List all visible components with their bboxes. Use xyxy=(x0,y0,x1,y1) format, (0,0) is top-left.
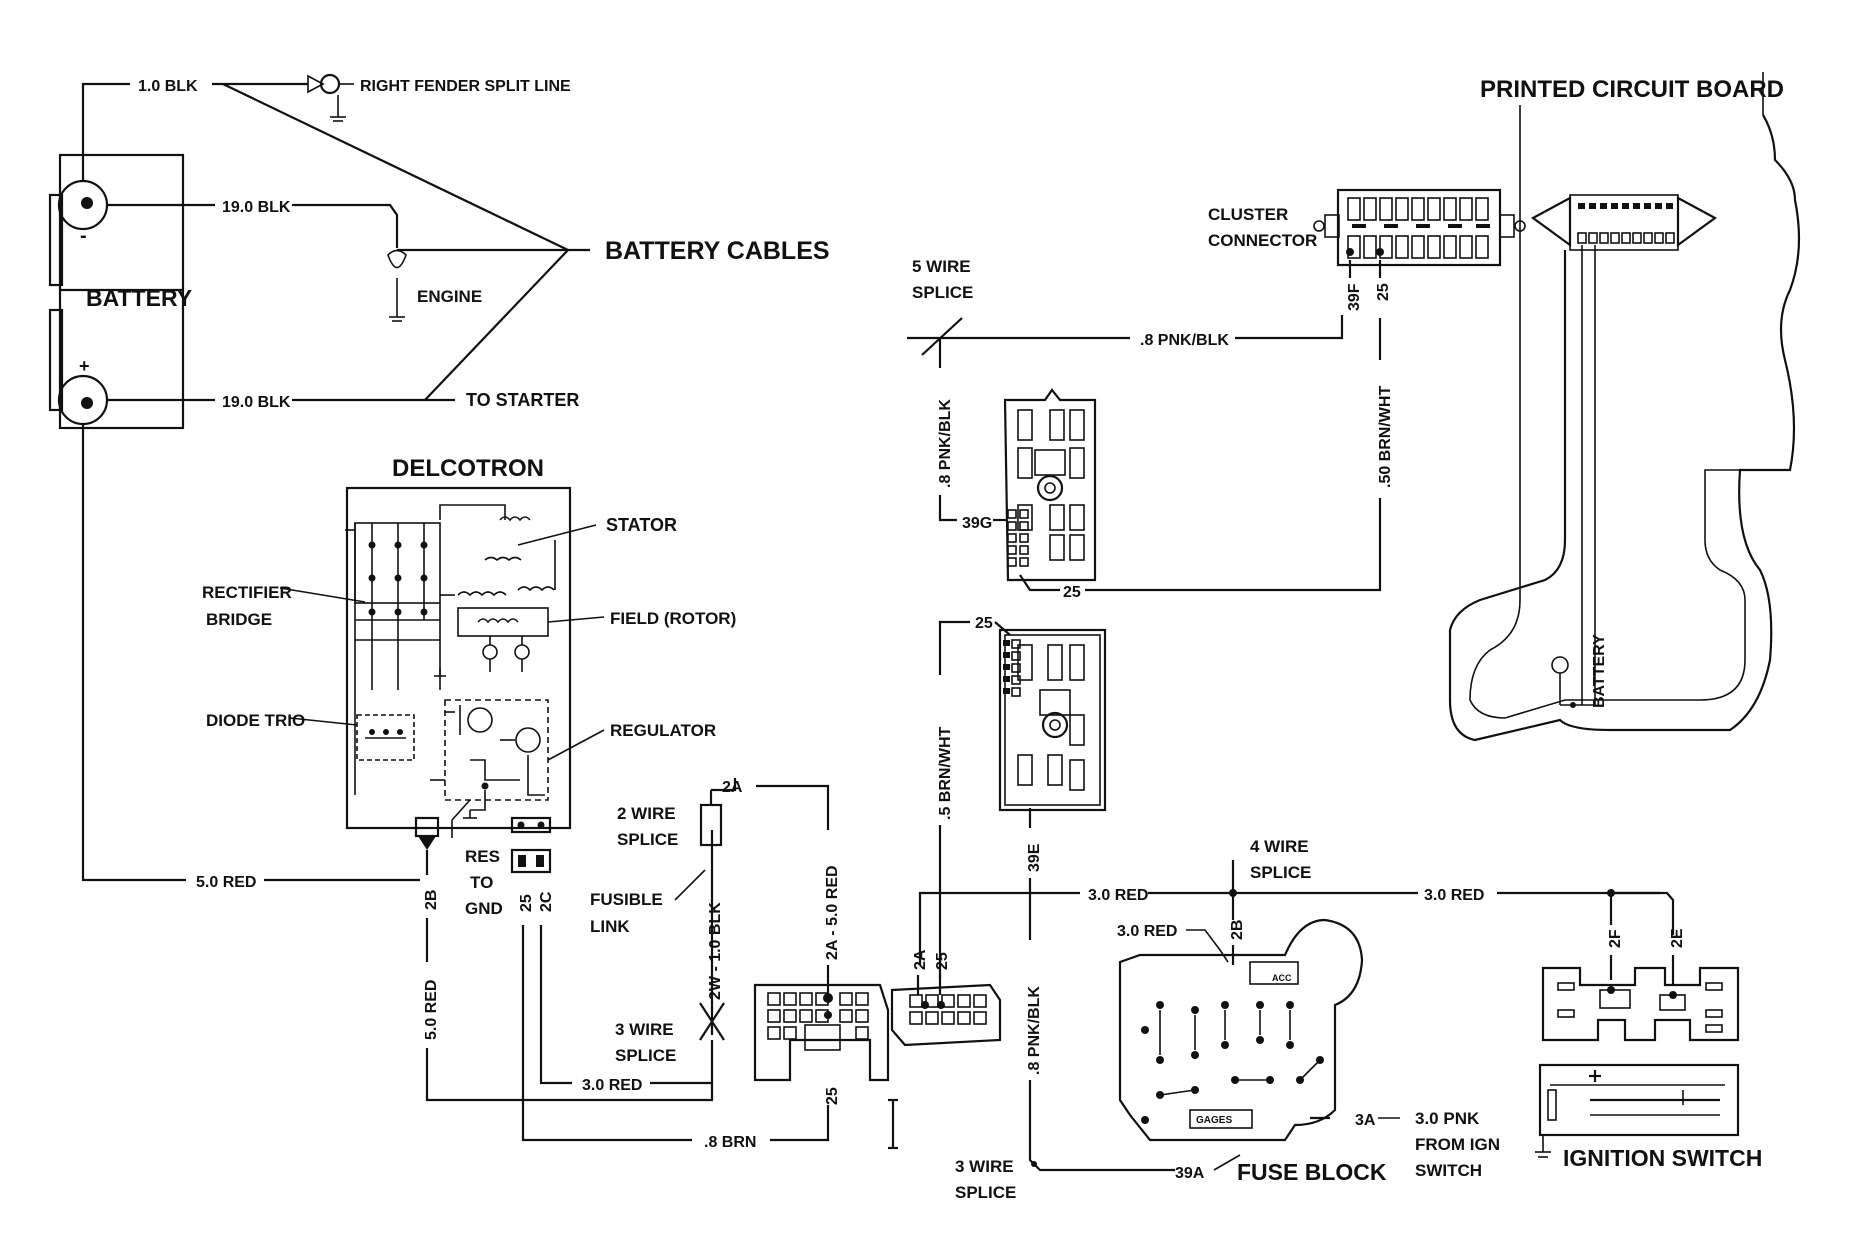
rectifier-bridge xyxy=(354,522,441,795)
diode-trio-label: DIODE TRIO xyxy=(206,711,305,730)
bulkhead-connector: 25 xyxy=(753,983,890,1105)
wire-2b-fuse: 2B xyxy=(1229,920,1246,940)
right-fender-label: RIGHT FENDER SPLIT LINE xyxy=(360,78,571,95)
battery-plus-label: + xyxy=(79,356,90,376)
to-starter-label: TO STARTER xyxy=(466,390,579,410)
two-wire-splice-2: SPLICE xyxy=(617,830,678,849)
wire-39f: 39F xyxy=(1346,283,1363,311)
regulator-label: REGULATOR xyxy=(610,721,716,740)
battery-cables-label: BATTERY CABLES xyxy=(605,237,830,265)
wire-2c: 2C xyxy=(538,891,555,912)
battery-minus-label: - xyxy=(80,225,87,247)
wire-3-0-red-bottom: 3.0 RED xyxy=(582,1077,642,1094)
wire-25-conn: 25 xyxy=(934,952,951,970)
instrument-connector-upper xyxy=(1003,388,1097,582)
fuse-block-label: FUSE BLOCK xyxy=(1237,1159,1387,1185)
battery-wiring: 1.0 BLK RIGHT FENDER SPLIT LINE 19.0 BLK… xyxy=(81,73,830,891)
wire-2b: 2B xyxy=(423,890,440,910)
rectifier-label-1: RECTIFIER xyxy=(202,583,292,602)
wire-19-blk-top: 19.0 BLK xyxy=(222,199,291,216)
wire-2a-top: 2A xyxy=(722,779,743,796)
stator-label: STATOR xyxy=(606,515,677,535)
four-wire-splice-2: SPLICE xyxy=(1250,863,1311,882)
wire-3-0-red-fuse: 3.0 RED xyxy=(1117,923,1177,940)
key-symbol xyxy=(888,1098,898,1150)
wire-50-brn-wht: .50 BRN/WHT xyxy=(1377,386,1394,488)
delcotron-callouts: STATOR RECTIFIER BRIDGE FIELD (ROTOR) DI… xyxy=(202,515,736,918)
res-label-1: RES xyxy=(465,847,500,866)
wire-2a-5-0-red: 2A - 5.0 RED xyxy=(824,865,841,960)
wire-8-pnk-blk-vert: .8 PNK/BLK xyxy=(937,399,954,488)
delcotron-label: DELCOTRON xyxy=(392,455,544,482)
pnk-3-0-label-2: FROM IGN xyxy=(1415,1135,1500,1154)
ground-symbols xyxy=(345,529,477,819)
wire-19-blk-bottom: 19.0 BLK xyxy=(222,394,291,411)
fuse-gages-label: GAGES xyxy=(1196,1115,1232,1126)
field-rotor-label: FIELD (ROTOR) xyxy=(610,609,736,628)
wire-2e: 2E xyxy=(1669,928,1686,948)
three-wire-splice-b1: 3 WIRE xyxy=(955,1157,1014,1176)
three-wire-splice-b2: SPLICE xyxy=(955,1183,1016,1202)
fuse-acc-label: ACC xyxy=(1272,973,1292,983)
center-upper-wiring: 5 WIRE SPLICE .8 PNK/BLK 39F 25 .8 PNK/B… xyxy=(907,257,1394,601)
wire-5-0-red-vert: 5.0 RED xyxy=(423,980,440,1040)
cluster-label-2: CONNECTOR xyxy=(1208,231,1317,250)
wire-8-pnk-blk: .8 PNK/BLK xyxy=(1140,332,1229,349)
ignition-switch-label: IGNITION SWITCH xyxy=(1563,1145,1762,1171)
wire-25-bottom: 25 xyxy=(824,1087,841,1105)
wire-3a: 3A xyxy=(1355,1112,1376,1129)
res-label-3: GND xyxy=(465,899,503,918)
rectifier-label-2: BRIDGE xyxy=(206,610,272,629)
wire-5-brn-wht: .5 BRN/WHT xyxy=(937,726,954,820)
diode-trio xyxy=(356,714,415,761)
wire-8-pnk-blk-low: .8 PNK/BLK xyxy=(1026,986,1043,1075)
cluster-connector: CLUSTER CONNECTOR xyxy=(1208,188,1526,267)
lower-left-wiring: 2B 5.0 RED 25 2C .8 BRN 3.0 RED 2 WIRE S… xyxy=(423,778,841,1151)
five-wire-splice-1: 5 WIRE xyxy=(912,257,971,276)
engine-label: ENGINE xyxy=(417,287,482,306)
battery: BATTERY - + xyxy=(48,153,192,430)
pcb-battery-label: BATTERY xyxy=(1591,634,1608,708)
wire-25-cluster: 25 xyxy=(1375,283,1392,301)
instrument-connector-lower: 25 .5 BRN/WHT xyxy=(937,615,1107,978)
regulator xyxy=(430,699,549,811)
right-lower-wiring: 3.0 RED 3.0 RED 4 WIRE SPLICE 2B 3.0 RED… xyxy=(918,808,1675,1202)
res-label-2: TO xyxy=(470,873,493,892)
wire-2f: 2F xyxy=(1607,929,1624,948)
wire-25-c: 25 xyxy=(518,894,535,912)
fuse-block: ACC GAGES FUSE BLOCK xyxy=(1118,918,1387,1185)
pnk-3-0-label-3: SWITCH xyxy=(1415,1161,1482,1180)
wire-8-brn: .8 BRN xyxy=(704,1134,756,1151)
pnk-3-0-label-1: 3.0 PNK xyxy=(1415,1109,1480,1128)
four-wire-splice-1: 4 WIRE xyxy=(1250,837,1309,856)
printed-circuit-board: PRINTED CIRCUIT BOARD BATTERY xyxy=(1448,72,1801,742)
battery-label: BATTERY xyxy=(86,285,192,311)
two-wire-splice-1: 2 WIRE xyxy=(617,804,676,823)
wire-1-0-blk: 1.0 BLK xyxy=(138,78,198,95)
three-wire-splice-2: SPLICE xyxy=(615,1046,676,1065)
wire-39g: 39G xyxy=(962,515,992,532)
wire-25-top2: 25 xyxy=(975,615,993,632)
field-rotor xyxy=(457,607,549,672)
wire-39a: 39A xyxy=(1175,1165,1205,1182)
wire-3-0-red-right: 3.0 RED xyxy=(1424,887,1484,904)
delcotron: DELCOTRON xyxy=(345,455,572,874)
fusible-link-2: LINK xyxy=(590,917,630,936)
wire-3-0-red-mid: 3.0 RED xyxy=(1088,887,1148,904)
three-wire-splice-1: 3 WIRE xyxy=(615,1020,674,1039)
cluster-label-1: CLUSTER xyxy=(1208,205,1288,224)
wire-25-mid: 25 xyxy=(1063,584,1081,601)
wire-39e: 39E xyxy=(1026,843,1043,872)
wire-5-0-red-left: 5.0 RED xyxy=(196,874,256,891)
ignition-switch: 2F 2E IGNITION SWITCH xyxy=(1535,893,1762,1171)
stator xyxy=(439,504,556,597)
delcotron-terminals xyxy=(414,816,552,874)
fuse-side-connector: 2A 25 xyxy=(890,949,1002,1047)
pcb-label: PRINTED CIRCUIT BOARD xyxy=(1480,76,1784,103)
fusible-link-1: FUSIBLE xyxy=(590,890,663,909)
five-wire-splice-2: SPLICE xyxy=(912,283,973,302)
wire-2w-blk: 2W - 1.0 BLK xyxy=(707,902,724,1000)
